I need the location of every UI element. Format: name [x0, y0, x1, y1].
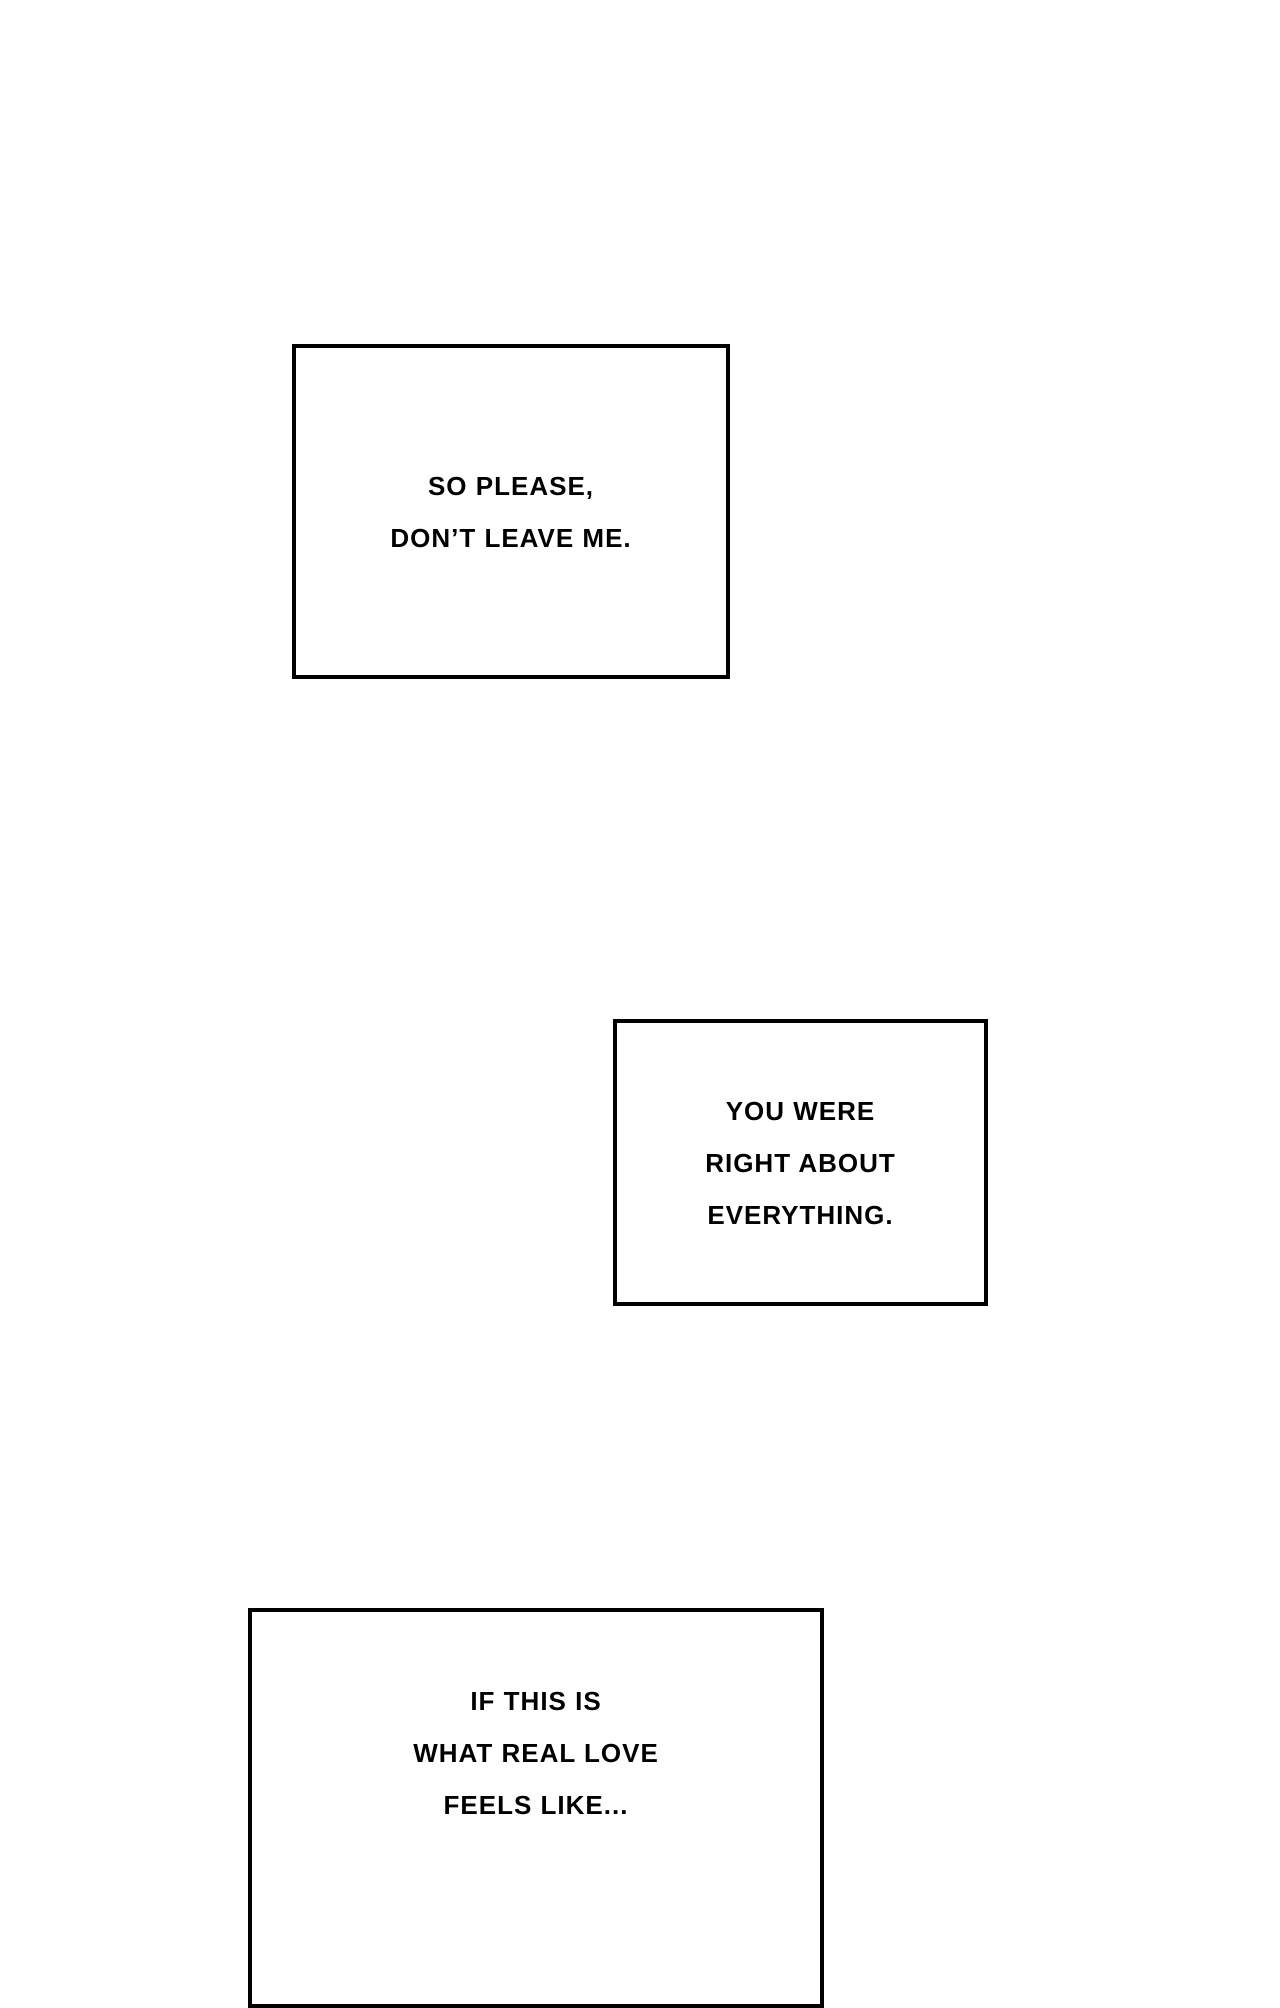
caption-line: So please, [427, 470, 595, 501]
caption-text: If this is what real love feels like... [413, 1675, 659, 1831]
caption-text: You were right about everything. [705, 1085, 896, 1241]
caption-box-3: If this is what real love feels like... [248, 1608, 824, 2008]
caption-line: You were [725, 1095, 876, 1126]
caption-line: right about [705, 1147, 896, 1178]
caption-text: So please, don’t leave me. [390, 460, 631, 564]
caption-line: If this is [470, 1686, 602, 1716]
caption-line: everything. [707, 1199, 894, 1230]
caption-line: what real love [413, 1738, 659, 1768]
caption-box-1: So please, don’t leave me. [292, 344, 730, 679]
caption-box-2: You were right about everything. [613, 1019, 988, 1306]
caption-line: feels like... [443, 1790, 629, 1820]
caption-line: don’t leave me. [390, 522, 632, 553]
